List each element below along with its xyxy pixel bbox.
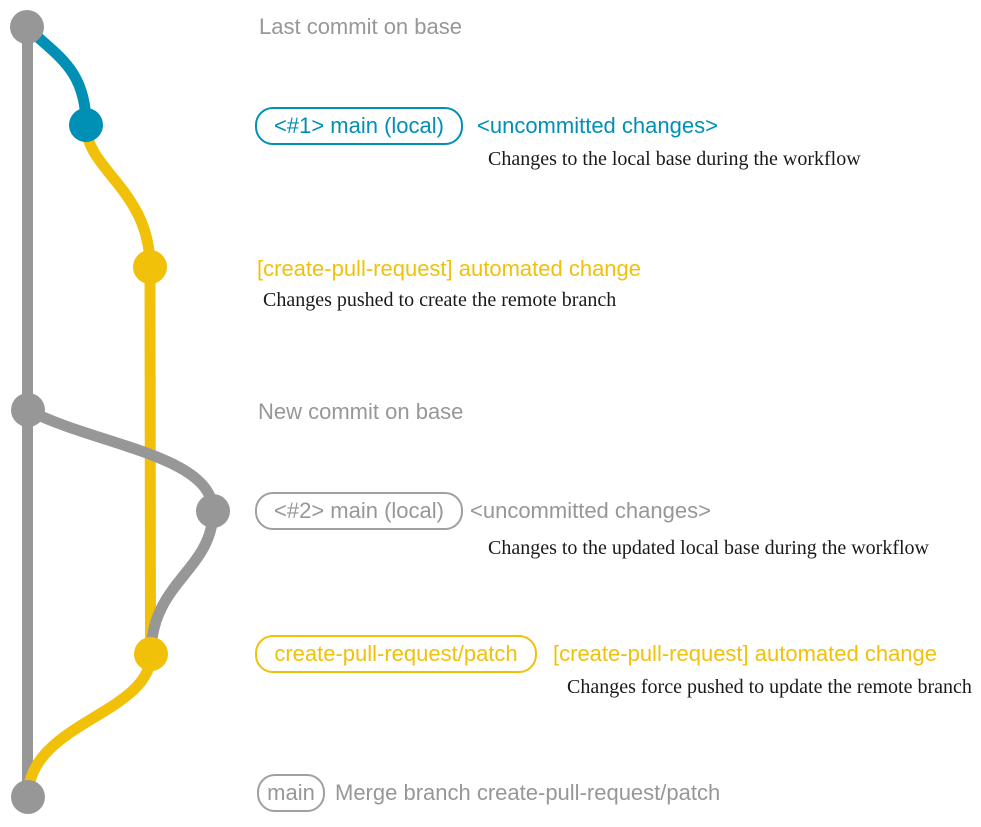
note-updated-local-base-changes: Changes to the updated local base during… [488,537,929,559]
label-new-commit-on-base: New commit on base [258,399,464,424]
commit-message-uncommitted-1: <uncommitted changes> [477,113,718,138]
label-last-commit-on-base: Last commit on base [259,14,462,39]
local-main-2-branch-line [25,405,219,512]
merge-line [22,653,157,798]
pr-branch-out-line [80,124,156,268]
commit-message-uncommitted-2: <uncommitted changes> [470,498,711,523]
commit-node-automated-change-1 [133,250,167,284]
commit-message-merge-branch: Merge branch create-pull-request/patch [335,780,721,805]
branch-badge-create-pull-request-patch: create-pull-request/patch [255,635,537,673]
local-main-2-return-line [145,510,219,655]
note-changes-pushed: Changes pushed to create the remote bran… [263,289,617,311]
local-main-1-branch-line [23,23,92,126]
branch-badge-create-pull-request-patch-label: create-pull-request/patch [274,641,518,666]
branch-badge-main-local-1-label: <#1> main (local) [274,113,444,138]
pr-branch-line [144,266,156,655]
branch-badge-main: main [257,774,325,812]
commit-node-automated-change-2 [134,637,168,671]
commit-node-last-base [10,10,44,44]
commit-node-main-local-1 [69,108,103,142]
branch-badge-main-local-1: <#1> main (local) [255,107,463,145]
commit-node-new-base [11,393,45,427]
note-local-base-changes: Changes to the local base during the wor… [488,148,861,170]
branch-badge-main-local-2-label: <#2> main (local) [274,498,444,523]
commit-node-main-local-2 [196,494,230,528]
commit-node-merge [11,780,45,814]
note-changes-force-pushed: Changes force pushed to update the remot… [567,676,972,698]
branch-badge-main-local-2: <#2> main (local) [255,492,463,530]
branch-badge-main-label: main [267,780,315,805]
commit-graph [10,10,230,814]
commit-message-automated-change-2: [create-pull-request] automated change [553,641,938,666]
commit-message-automated-change-1: [create-pull-request] automated change [257,256,642,281]
